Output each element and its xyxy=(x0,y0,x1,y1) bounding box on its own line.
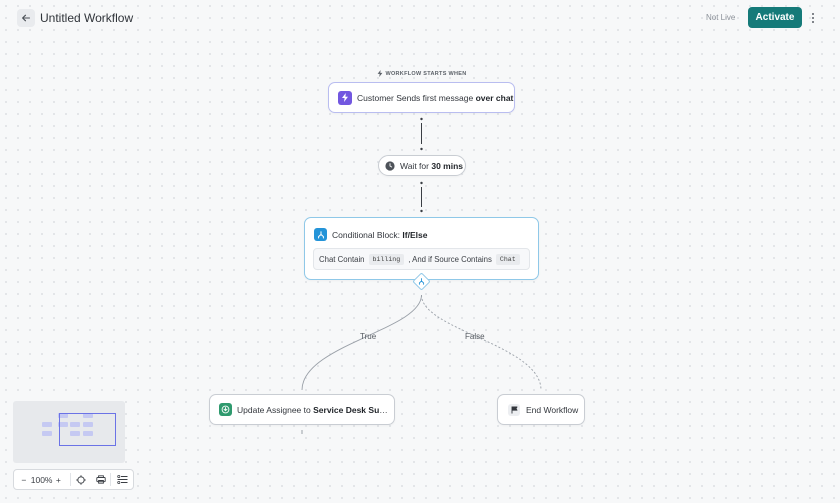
minimap-node xyxy=(58,422,68,427)
canvas-controls: − 100% + xyxy=(13,469,134,490)
condition-rule: Chat Contain billing , And if Source Con… xyxy=(313,248,530,270)
activate-button[interactable]: Activate xyxy=(748,7,802,28)
top-bar: Untitled Workflow Not Live Activate xyxy=(0,0,840,36)
arrow-left-icon xyxy=(22,14,31,22)
workflow-title[interactable]: Untitled Workflow xyxy=(40,11,134,25)
list-settings-icon xyxy=(117,475,128,484)
trigger-caption: WORKFLOW STARTS WHEN xyxy=(372,70,472,77)
trigger-node[interactable]: Customer Sends first message over chat xyxy=(328,82,515,113)
trigger-text: Customer Sends first message over chat xyxy=(357,92,514,103)
zoom-out-button[interactable]: − xyxy=(21,474,27,485)
wait-text: Wait for 30 mins xyxy=(400,160,463,171)
bolt-icon xyxy=(378,70,383,77)
rule-value-chip: billing xyxy=(368,253,405,265)
true-branch-label: True xyxy=(360,332,377,341)
back-button[interactable] xyxy=(17,9,35,27)
trigger-caption-text: WORKFLOW STARTS WHEN xyxy=(385,70,467,77)
conditional-block-node[interactable]: Conditional Block: If/Else Chat Contain … xyxy=(304,217,539,280)
rule-middle: , And if Source Contains xyxy=(408,254,492,264)
settings-list-button[interactable] xyxy=(111,470,133,489)
end-workflow-text: End Workflow xyxy=(526,404,579,415)
more-options-icon[interactable] xyxy=(807,10,819,26)
lightning-icon xyxy=(338,90,352,105)
wait-node[interactable]: Wait for 30 mins xyxy=(378,155,466,176)
minimap-viewport[interactable] xyxy=(59,413,116,446)
split-icon xyxy=(417,277,426,286)
rule-prefix: Chat Contain xyxy=(319,254,365,264)
minimap[interactable] xyxy=(13,401,125,463)
assignee-icon xyxy=(219,403,232,416)
rule-value-chip: Chat xyxy=(495,253,520,265)
minimap-node xyxy=(42,431,52,436)
layout-button[interactable] xyxy=(91,470,111,489)
conditional-block-title: Conditional Block: If/Else xyxy=(332,229,428,240)
divider xyxy=(70,473,72,486)
false-branch-label: False xyxy=(465,332,485,341)
clock-icon xyxy=(385,160,395,171)
minimap-node xyxy=(42,422,52,427)
branch-icon xyxy=(314,228,327,241)
fit-view-button[interactable] xyxy=(71,470,91,489)
minimap-node xyxy=(58,413,68,418)
printer-icon xyxy=(95,475,106,484)
update-assignee-node[interactable]: Update Assignee to Service Desk Supp... xyxy=(209,394,395,425)
update-assignee-text: Update Assignee to Service Desk Supp... xyxy=(237,404,389,415)
conditional-block-header: Conditional Block: If/Else xyxy=(305,218,538,242)
divider xyxy=(110,473,112,486)
end-workflow-node[interactable]: End Workflow xyxy=(497,394,585,425)
flag-icon xyxy=(508,403,520,416)
minimap-node xyxy=(70,431,80,436)
zoom-level: 100% xyxy=(30,474,53,485)
minimap-node xyxy=(83,413,93,418)
minimap-node xyxy=(83,422,93,427)
minimap-node xyxy=(70,422,80,427)
crosshair-icon xyxy=(76,474,86,485)
minimap-node xyxy=(83,431,93,436)
live-status: Not Live xyxy=(706,13,736,22)
zoom-in-button[interactable]: + xyxy=(55,474,61,485)
